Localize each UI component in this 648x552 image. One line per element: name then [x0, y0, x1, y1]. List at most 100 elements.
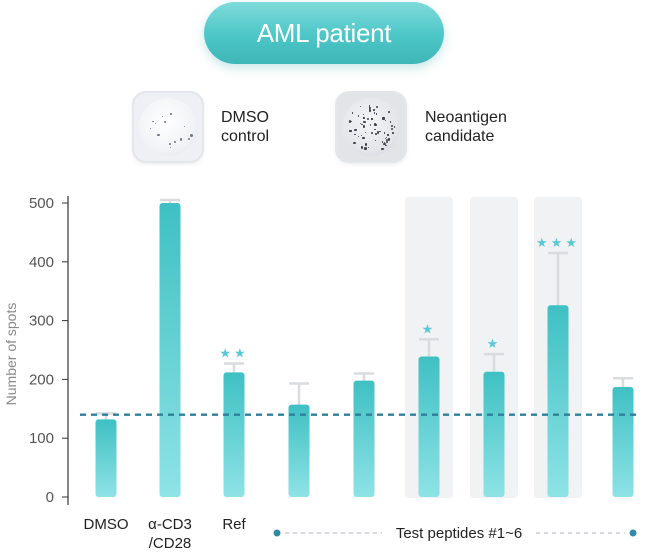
legend-label-dmso-line2: control	[221, 128, 270, 145]
well-spot	[354, 133, 356, 136]
well-spot	[190, 134, 193, 137]
well-spot	[381, 148, 384, 151]
legend-label-dmso-line1: DMSO	[221, 109, 269, 126]
well-spot	[382, 116, 385, 120]
bar	[483, 371, 505, 497]
well-spot	[391, 128, 394, 131]
well-spot	[362, 125, 366, 128]
well-spot	[374, 123, 377, 126]
well-spot	[352, 142, 355, 145]
well-spot	[183, 125, 186, 127]
y-tick-label: 300	[29, 313, 54, 330]
y-tick-label: 200	[29, 371, 54, 388]
page-title: AML patient	[204, 2, 444, 64]
significance-marker: ★	[422, 322, 437, 337]
well-spot	[358, 136, 360, 138]
well-spot	[390, 124, 393, 127]
highlight-band	[470, 197, 518, 498]
well-spot	[362, 116, 365, 120]
well-spot	[375, 113, 378, 116]
well-spot	[360, 134, 363, 137]
well-spot	[381, 141, 384, 143]
well-spot	[349, 129, 353, 133]
well-spot	[362, 114, 364, 116]
well-spot	[374, 139, 376, 141]
bar	[288, 404, 310, 497]
well-spot	[362, 136, 365, 140]
y-tick-label: 500	[29, 195, 54, 212]
well-spot	[354, 129, 357, 132]
bar	[353, 380, 375, 497]
well-spot	[361, 123, 363, 125]
well-spot	[387, 139, 390, 142]
well-spot	[371, 118, 373, 120]
legend-label-neoantigen-line1: Neoantigen	[425, 109, 507, 126]
well-spot	[366, 117, 370, 121]
bar	[418, 356, 440, 497]
y-axis-label: Number of spots	[3, 303, 19, 406]
dmso-well-image	[134, 93, 202, 161]
well-spot	[369, 125, 372, 127]
well-spot	[370, 132, 373, 135]
well-spot	[169, 146, 172, 148]
well-spot	[154, 122, 157, 125]
well-spot	[187, 137, 190, 140]
well-spot	[364, 131, 367, 134]
well-spot	[168, 142, 171, 145]
y-tick-label: 0	[46, 489, 54, 506]
well-spot	[388, 111, 390, 113]
well-spot	[150, 128, 152, 130]
legend-label-neoantigen: Neoantigen candidate	[425, 108, 507, 146]
well-spot	[379, 130, 382, 133]
well-spot	[359, 122, 361, 124]
well-spot	[373, 112, 376, 115]
well-spot	[384, 119, 387, 122]
well-spot	[173, 141, 176, 144]
well-spot	[352, 112, 354, 114]
bracket-left-dot	[273, 529, 281, 537]
well-spot	[385, 138, 388, 141]
well-spot	[368, 108, 372, 112]
well-spot	[389, 121, 392, 123]
well-spot	[383, 142, 387, 146]
well-spot	[349, 120, 352, 123]
well-spot	[370, 123, 372, 126]
well-spot	[152, 120, 154, 123]
well-spot	[162, 115, 164, 118]
group-bracket-label: Test peptides #1~6	[396, 525, 522, 542]
well-spot	[368, 105, 371, 107]
well-spot	[383, 132, 386, 134]
well-spot	[351, 120, 353, 122]
well-spot	[375, 132, 378, 135]
well-spot	[388, 137, 391, 141]
well-spot	[164, 121, 167, 124]
well-spot	[386, 141, 389, 144]
bar	[223, 372, 245, 497]
well-spot	[392, 132, 394, 134]
bar	[159, 203, 181, 497]
neoantigen-well-image	[337, 93, 405, 161]
well-spot	[360, 105, 362, 107]
significance-marker: ★★★	[536, 236, 580, 251]
significance-marker: ★★	[219, 347, 248, 362]
well-spot	[170, 112, 172, 115]
well-spot	[157, 133, 160, 137]
bar	[547, 305, 569, 497]
well-spot	[385, 144, 387, 147]
well-spot	[374, 129, 376, 131]
bar	[95, 419, 117, 497]
well-spot	[364, 143, 368, 146]
well-spot	[179, 138, 183, 141]
well-spot	[368, 106, 372, 110]
category-label: DMSO	[84, 516, 129, 533]
well-spot	[363, 120, 366, 124]
well-spot	[364, 147, 367, 150]
well-spot	[373, 109, 375, 111]
y-tick-label: 100	[29, 430, 54, 447]
well-spot	[384, 142, 386, 144]
well-spot	[385, 136, 388, 139]
well-spot	[375, 105, 379, 109]
significance-marker: ★	[487, 337, 502, 352]
category-label: α-CD3	[148, 516, 192, 533]
